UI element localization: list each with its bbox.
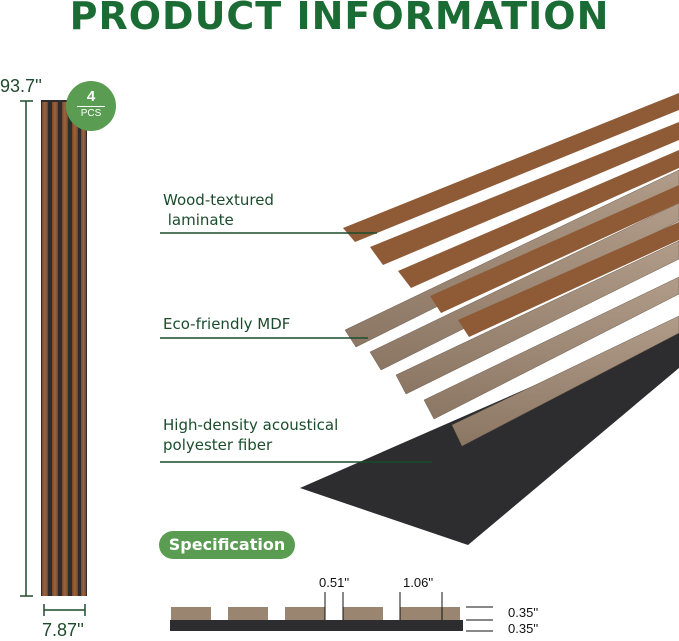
felt-thickness-label: 0.35'' <box>508 621 539 636</box>
quantity-badge: 4 PCS <box>66 81 116 131</box>
fiber-label: High-density acoustical polyester fiber <box>163 416 339 454</box>
laminate-slats <box>343 93 679 337</box>
quantity-count: 4 <box>86 88 96 105</box>
height-label: 93.7'' <box>0 76 42 96</box>
slat-width-label: 0.51'' <box>319 575 350 590</box>
mdf-slats <box>344 169 679 447</box>
callout-lines <box>160 232 432 463</box>
spec-dimension-markers <box>324 592 493 632</box>
width-label: 7.87'' <box>42 620 84 640</box>
height-dimension-line <box>20 100 33 597</box>
gap-width-label: 1.06'' <box>403 575 434 590</box>
spec-cross-section <box>170 607 463 631</box>
page-title: PRODUCT INFORMATION <box>69 0 610 38</box>
slat-thickness-label: 0.35'' <box>508 605 539 620</box>
mdf-label: Eco-friendly MDF <box>163 315 291 333</box>
laminate-label: Wood-textured laminate <box>163 191 274 229</box>
width-dimension-line <box>43 604 86 616</box>
panel-front-view <box>41 100 87 596</box>
specification-title: Specification <box>159 531 295 559</box>
quantity-unit: PCS <box>77 106 105 120</box>
